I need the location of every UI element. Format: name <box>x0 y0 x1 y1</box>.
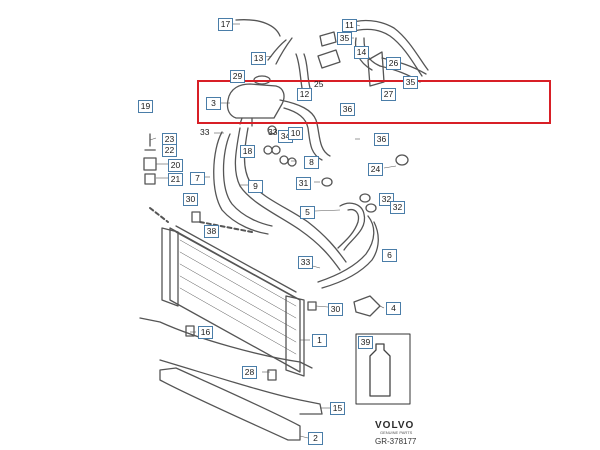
callout-36: 36 <box>340 103 355 116</box>
callout-19: 19 <box>138 100 153 113</box>
callout-14: 14 <box>354 46 369 59</box>
hose-6 <box>317 215 379 289</box>
lower-deflector-2 <box>159 367 301 441</box>
connector-25 <box>317 49 341 69</box>
hose-9 <box>234 127 347 271</box>
callout-30: 30 <box>328 303 343 316</box>
callout-22: 22 <box>162 144 177 157</box>
radiator-core <box>169 227 301 373</box>
callout-11: 11 <box>342 19 357 32</box>
dashed-leader-left <box>149 207 169 223</box>
callout-26: 26 <box>386 57 401 70</box>
bushing-30 <box>191 211 201 223</box>
callout-3: 3 <box>206 97 221 110</box>
callout-18: 18 <box>240 145 255 158</box>
callout-29: 29 <box>230 70 245 83</box>
dashed-leader-right <box>199 221 253 233</box>
bushing-21 <box>144 173 156 185</box>
callout-16: 16 <box>198 326 213 339</box>
callout-10: 10 <box>288 127 303 140</box>
bushing-28 <box>267 369 277 381</box>
clamp-8 <box>279 155 297 167</box>
clamp-18 <box>263 145 281 155</box>
radiator-tank-right <box>285 295 305 377</box>
callout-17: 17 <box>218 18 233 31</box>
callout-2: 2 <box>308 432 323 445</box>
callout-5: 5 <box>300 206 315 219</box>
callout-8: 8 <box>304 156 319 169</box>
callout-30: 30 <box>183 193 198 206</box>
callout-1: 1 <box>312 334 327 347</box>
callout-24: 24 <box>368 163 383 176</box>
callout-35: 35 <box>403 76 418 89</box>
hose-10 <box>279 99 331 161</box>
callout-20: 20 <box>168 159 183 172</box>
callout-25: 25 <box>314 79 324 89</box>
bracket-26 <box>367 51 385 87</box>
hose-11 <box>347 19 429 77</box>
bushing-30b <box>307 301 317 311</box>
lower-shield-1 <box>139 317 313 369</box>
radiator-fins <box>179 239 297 355</box>
callout-12: 12 <box>297 88 312 101</box>
clamp-31 <box>321 177 333 187</box>
callout-33: 33 <box>200 127 210 137</box>
hose-17 <box>235 19 281 37</box>
radiator-top-seal-38 <box>175 225 297 299</box>
callout-15: 15 <box>330 402 345 415</box>
callout-35: 35 <box>337 32 352 45</box>
clamp-32 <box>359 193 377 213</box>
callout-31: 31 <box>296 177 311 190</box>
coolant-bottle <box>369 343 391 397</box>
document-id: GR-378177 <box>375 437 417 446</box>
bushing-20 <box>143 157 157 171</box>
bushing-16 <box>185 325 195 337</box>
callout-9: 9 <box>248 180 263 193</box>
callout-38: 38 <box>204 225 219 238</box>
lower-bracket-15 <box>159 359 323 415</box>
thermostat-4 <box>353 295 381 317</box>
callout-33: 33 <box>268 127 278 137</box>
clamp-34 <box>267 125 277 135</box>
callout-13: 13 <box>251 52 266 65</box>
hose-13 <box>267 37 293 65</box>
connector-35a <box>319 31 337 47</box>
callout-32: 32 <box>390 201 405 214</box>
callout-4: 4 <box>386 302 401 315</box>
callout-6: 6 <box>382 249 397 262</box>
hose-7 <box>213 131 273 235</box>
highlight-box-expansion-tank <box>197 80 551 124</box>
callout-7: 7 <box>190 172 205 185</box>
coolant-kit-box <box>355 333 411 405</box>
genuine-parts-label: GENUINE PARTS <box>380 430 413 435</box>
volvo-brand: VOLVO <box>375 420 415 431</box>
callout-28: 28 <box>242 366 257 379</box>
callout-33: 33 <box>298 256 313 269</box>
radiator-tank-left <box>161 227 179 307</box>
callout-39: 39 <box>358 336 373 349</box>
callout-27: 27 <box>381 88 396 101</box>
hose-5 <box>337 202 366 251</box>
callout-21: 21 <box>168 173 183 186</box>
clamp-24 <box>395 154 409 166</box>
callout-36: 36 <box>374 133 389 146</box>
hose-12 <box>295 53 311 89</box>
expansion-tank <box>226 83 285 119</box>
